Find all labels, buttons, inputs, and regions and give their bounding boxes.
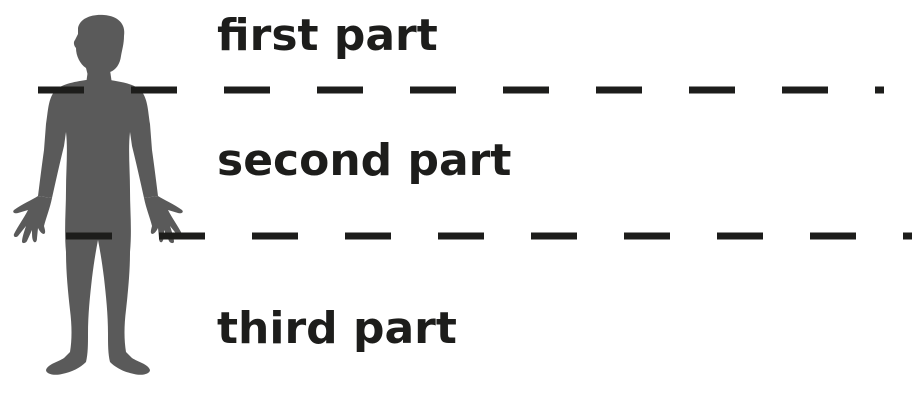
third-part-label: third part [217, 303, 457, 354]
human-silhouette-icon [13, 14, 183, 375]
torso-legs-shape [38, 80, 158, 375]
right-hand-shape [144, 196, 183, 244]
first-part-label: first part [217, 10, 438, 61]
left-hand-shape [13, 196, 53, 244]
head-shape [73, 14, 125, 76]
second-part-label: second part [217, 135, 512, 186]
